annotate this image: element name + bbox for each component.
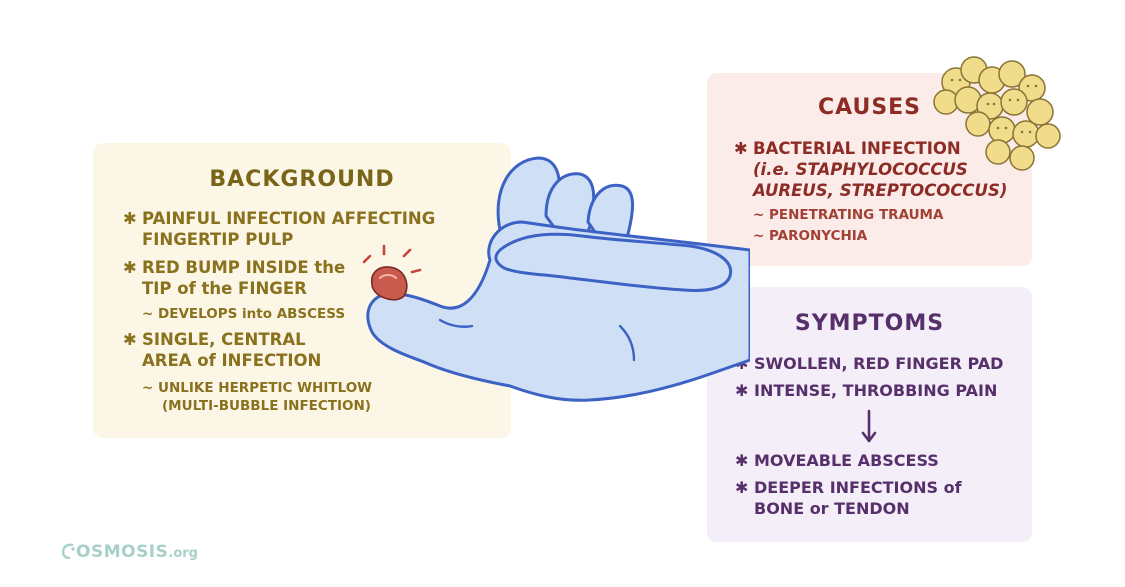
- bullet-icon: ✱: [735, 478, 749, 497]
- background-line-4: TIP of the FINGER: [142, 279, 307, 298]
- causes-line-1: BACTERIAL INFECTION: [753, 139, 961, 158]
- background-subline-2: ~ UNLIKE HERPETIC WHITLOW: [142, 380, 373, 396]
- background-line-1: PAINFUL INFECTION AFFECTING: [142, 209, 436, 228]
- background-line-7: AREA of INFECTION: [142, 351, 322, 370]
- symptoms-line-5: BONE or TENDON: [754, 499, 910, 518]
- symptoms-line-3: MOVEABLE ABSCESS: [754, 451, 939, 470]
- osmosis-logo-icon: [61, 543, 75, 560]
- bullet-icon: ✱: [123, 258, 137, 277]
- osmosis-logo: OSMOSIS.org: [61, 542, 198, 562]
- symptoms-line-1: SWOLLEN, RED FINGER PAD: [754, 354, 1004, 373]
- bullet-icon: ✱: [735, 451, 749, 470]
- background-subline-3: (MULTI-BUBBLE INFECTION): [162, 398, 371, 414]
- logo-suffix: .org: [168, 546, 198, 561]
- causes-title: CAUSES: [817, 95, 922, 120]
- symptoms-line-2: INTENSE, THROBBING PAIN: [754, 381, 998, 400]
- hand-illustration: [362, 156, 750, 402]
- bullet-icon: ✱: [735, 381, 749, 400]
- background-line-2: FINGERTIP PULP: [142, 230, 294, 249]
- symptoms-title: SYMPTOMS: [794, 311, 945, 336]
- bullet-icon: ✱: [123, 330, 137, 349]
- causes-subline-2: ~ PARONYCHIA: [753, 228, 868, 244]
- bullet-icon: ✱: [123, 209, 137, 228]
- symptoms-card: SYMPTOMS ✱ SWOLLEN, RED FINGER PAD ✱ INT…: [707, 287, 1032, 542]
- causes-card: CAUSES ✱ BACTERIAL INFECTION (i.e. STAPH…: [707, 73, 1032, 266]
- background-subline-1: ~ DEVELOPS into ABSCESS: [142, 306, 346, 322]
- background-line-3: RED BUMP INSIDE the: [142, 258, 346, 277]
- causes-line-2: (i.e. STAPHYLOCOCCUS: [753, 160, 968, 179]
- causes-subline-1: ~ PENETRATING TRAUMA: [753, 207, 944, 223]
- background-line-6: SINGLE, CENTRAL: [142, 330, 306, 349]
- background-title: BACKGROUND: [209, 167, 395, 192]
- symptoms-line-4: DEEPER INFECTIONS of: [754, 478, 962, 497]
- background-card: BACKGROUND ✱ PAINFUL INFECTION AFFECTING…: [93, 143, 511, 438]
- bullet-icon: ✱: [734, 139, 748, 158]
- causes-line-3: AUREUS, STREPTOCOCCUS): [753, 181, 1008, 200]
- arrow-down-icon: [861, 409, 877, 443]
- logo-name: OSMOSIS: [76, 542, 169, 562]
- bacteria-cluster-icon: [933, 56, 1061, 171]
